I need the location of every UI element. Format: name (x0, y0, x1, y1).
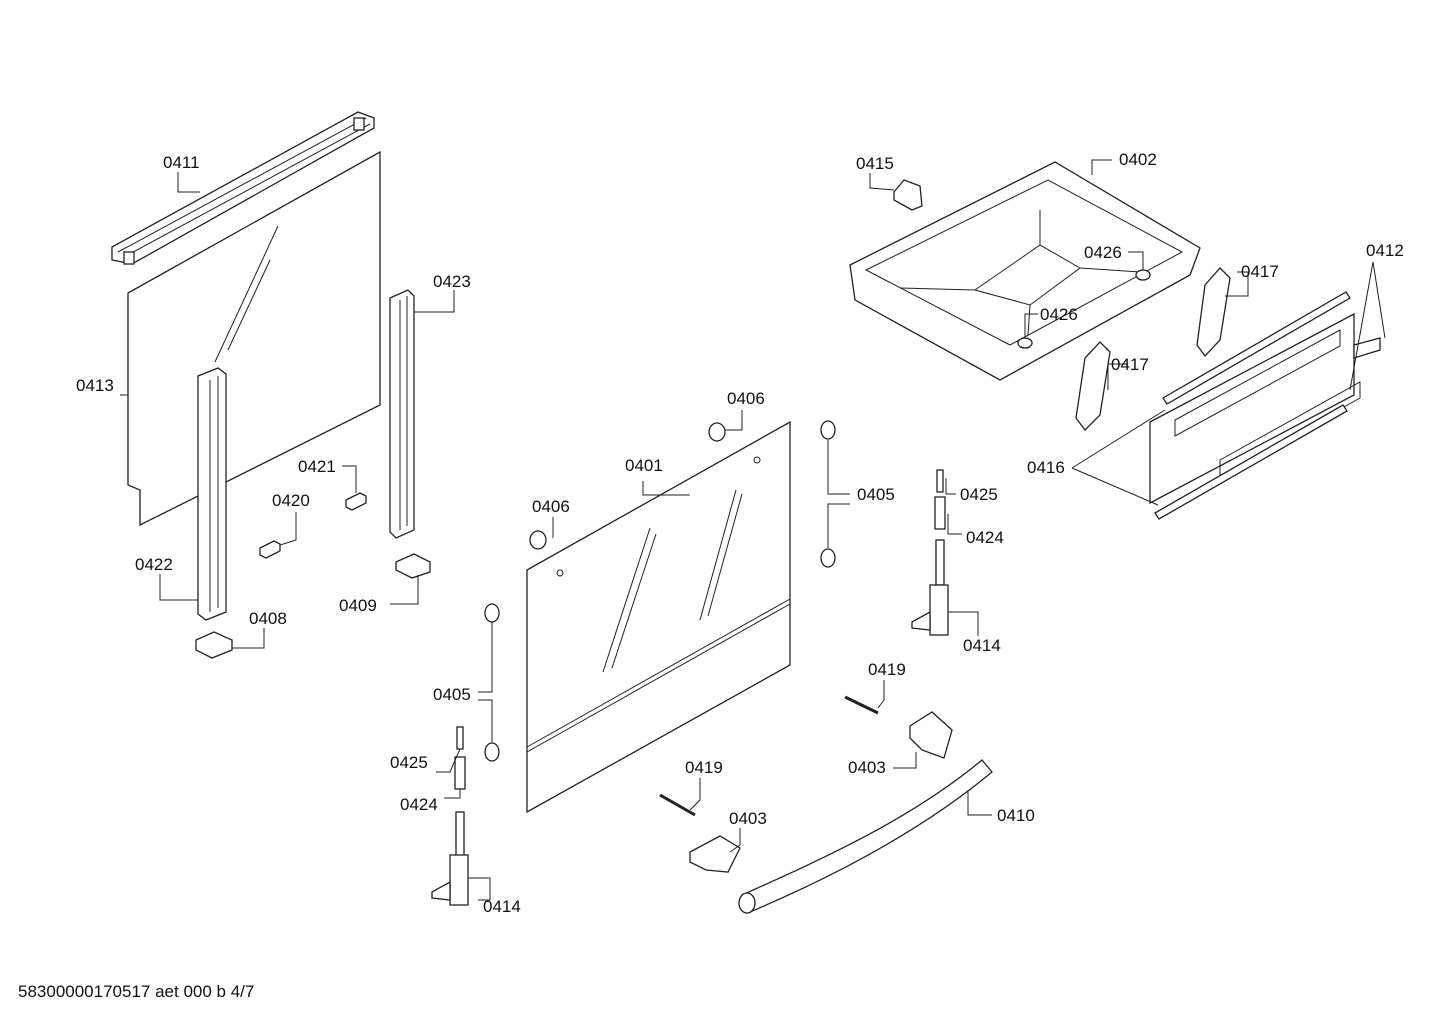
callout-0406-upper: 0406 (727, 389, 765, 408)
callout-0409: 0409 (339, 596, 377, 615)
callout-labels: 0411 0413 0423 0421 0420 0422 0408 0409 … (76, 150, 1404, 916)
hinge-right (911, 469, 949, 636)
callout-0426-upper: 0426 (1084, 243, 1122, 262)
callout-0402: 0402 (1119, 150, 1157, 169)
callout-0419-lower: 0419 (685, 758, 723, 777)
callout-0413: 0413 (76, 376, 114, 395)
callout-0401: 0401 (625, 456, 663, 475)
hinge-left (431, 726, 469, 906)
callout-0425-right: 0425 (960, 485, 998, 504)
document-code: 58300000170517 aet 000 b 4/7 (18, 982, 255, 1001)
left-door-rail (197, 367, 227, 621)
callout-0406-lower: 0406 (532, 497, 570, 516)
callout-0419-upper: 0419 (868, 660, 906, 679)
leader-lines (120, 159, 1386, 901)
callout-0423: 0423 (433, 272, 471, 291)
callout-0412: 0412 (1366, 241, 1404, 260)
callout-0417-lower: 0417 (1111, 355, 1149, 374)
clip-0415 (893, 179, 923, 211)
callout-0416: 0416 (1027, 458, 1065, 477)
callout-0408: 0408 (249, 609, 287, 628)
right-door-rail (389, 289, 415, 539)
callout-0415: 0415 (856, 154, 894, 173)
screw-0419-lower (659, 793, 696, 817)
callout-0411: 0411 (163, 153, 200, 172)
runner-0417-upper (1196, 267, 1231, 358)
drawer-tray (849, 161, 1201, 381)
callout-0424-left: 0424 (400, 795, 438, 814)
clip-0420 (259, 540, 281, 559)
callout-0410: 0410 (997, 806, 1035, 825)
callout-0417-upper: 0417 (1241, 262, 1279, 281)
callout-0421: 0421 (298, 457, 336, 476)
callout-0424-right: 0424 (966, 528, 1004, 547)
bracket-0408 (195, 631, 233, 659)
callout-0405-right: 0405 (857, 485, 895, 504)
handle-cap-0403-upper (909, 711, 953, 759)
outer-door-glass (526, 420, 791, 814)
clip-0421 (345, 492, 367, 511)
door-handle-bar (738, 759, 993, 914)
runner-0417-lower (1075, 341, 1111, 431)
top-trim-strip (111, 111, 375, 265)
bracket-0409 (395, 553, 431, 579)
callout-0422: 0422 (135, 555, 173, 574)
handle-cap-0403-lower (689, 835, 741, 873)
callout-0405-left: 0405 (433, 685, 471, 704)
callout-0414-left: 0414 (483, 897, 521, 916)
callout-0425-left: 0425 (390, 753, 428, 772)
callout-0403-lower: 0403 (729, 809, 767, 828)
callout-0420: 0420 (272, 491, 310, 510)
callout-0403-upper: 0403 (848, 758, 886, 777)
exploded-parts-diagram: 0411 0413 0423 0421 0420 0422 0408 0409 … (76, 111, 1404, 916)
callout-0414-right: 0414 (963, 636, 1001, 655)
drawer-front (1149, 291, 1381, 520)
screw-0419-upper (844, 695, 879, 715)
inner-glass-panel (127, 150, 381, 527)
callout-0426-lower: 0426 (1040, 305, 1078, 324)
bumpers (484, 420, 836, 762)
